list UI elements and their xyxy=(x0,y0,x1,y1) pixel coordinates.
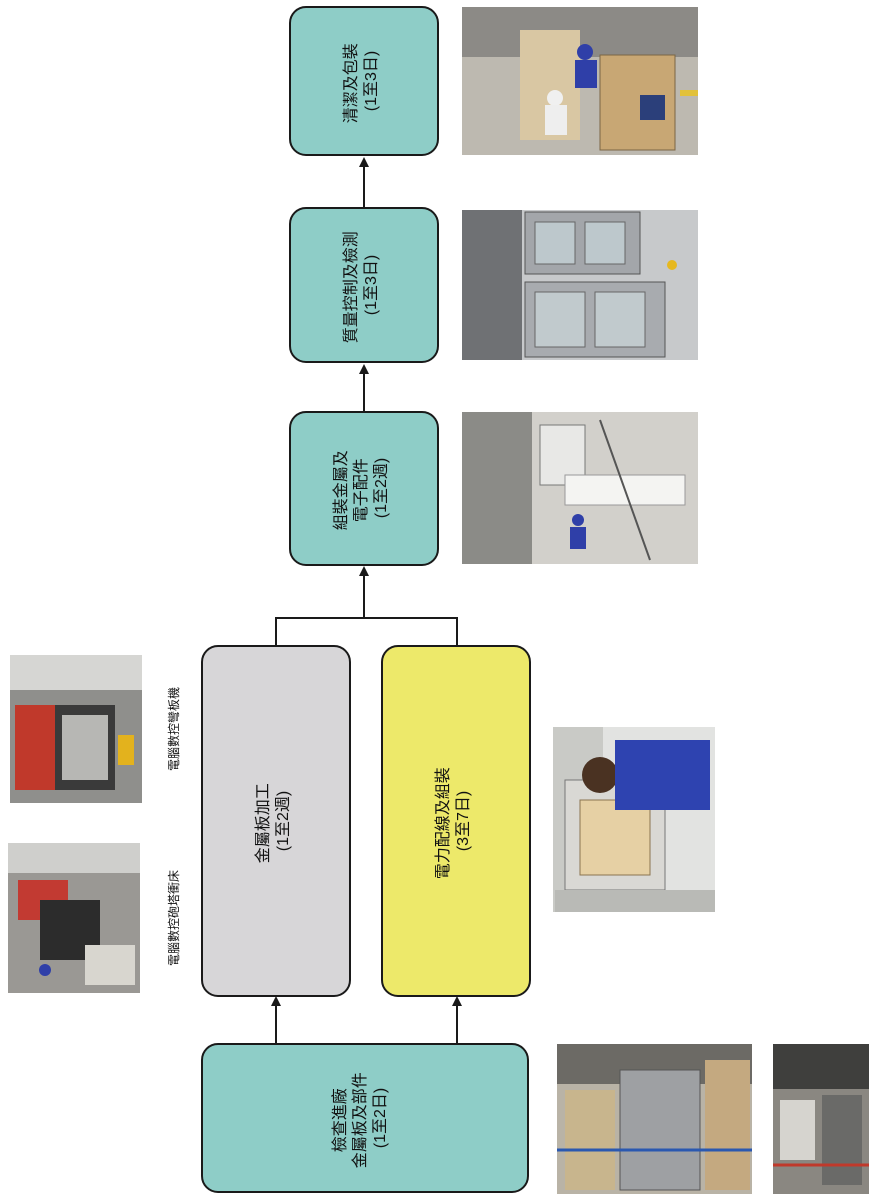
step-inspect-label: 檢查進廠 金屬板及部件 (1至2日) xyxy=(330,1068,389,1168)
step-metal: 金屬板加工 (1至2週) xyxy=(201,645,351,997)
step-wiring: 電力配線及組裝 (3至7日) xyxy=(381,645,531,997)
step-wiring-label: 電力配線及組裝 (3至7日) xyxy=(434,763,472,879)
warehouse-rack-photo xyxy=(773,1044,869,1194)
press-brake-caption: 電腦數控彎板機 xyxy=(166,687,181,771)
step-qc-line1: 質量控制及檢測 xyxy=(342,231,360,343)
assembly-floor-photo xyxy=(462,412,698,564)
step-assemble-line2: 電子配件 xyxy=(352,458,370,522)
step-wiring-line1: 電力配線及組裝 xyxy=(434,767,452,879)
step-qc: 質量控制及檢測 (1至3日) xyxy=(289,207,439,363)
packing-workers-photo xyxy=(462,7,698,155)
step-inspect: 檢查進廠 金屬板及部件 (1至2日) xyxy=(201,1043,529,1193)
step-qc-duration: (1至3日) xyxy=(363,255,380,315)
press-brake-photo xyxy=(10,655,142,803)
step-assemble-label: 組裝金屬及 電子配件 (1至2週) xyxy=(332,446,390,530)
step-pack-duration: (1至3日) xyxy=(363,51,380,111)
turret-punch-photo xyxy=(8,843,140,993)
step-assemble-line1: 組裝金屬及 xyxy=(332,450,350,530)
incoming-materials-photo xyxy=(557,1044,752,1194)
step-metal-line1: 金屬板加工 xyxy=(254,783,272,863)
connectors xyxy=(271,157,462,1044)
step-pack: 清潔及包裝 (1至3日) xyxy=(289,6,439,156)
step-pack-box xyxy=(289,6,439,156)
step-metal-duration: (1至2週) xyxy=(274,791,292,851)
step-assemble-duration: (1至2週) xyxy=(372,458,390,518)
step-wiring-duration: (3至7日) xyxy=(455,791,472,851)
step-assemble: 組裝金屬及 電子配件 (1至2週) xyxy=(289,411,439,566)
turret-punch-caption: 電腦數控砲塔衝床 xyxy=(166,870,181,966)
step-inspect-line1: 檢查進廠 xyxy=(330,1088,349,1152)
qc-cabinets-photo xyxy=(462,210,698,360)
merge-connector xyxy=(275,617,458,646)
step-wiring-box xyxy=(381,645,531,997)
step-qc-box xyxy=(289,207,439,363)
step-inspect-line2: 金屬板及部件 xyxy=(351,1072,369,1168)
wiring-worker-photo xyxy=(553,727,715,912)
step-pack-label: 清潔及包裝 (1至3日) xyxy=(342,39,380,123)
step-metal-label: 金屬板加工 (1至2週) xyxy=(254,779,292,863)
step-inspect-box xyxy=(201,1043,529,1193)
step-pack-line1: 清潔及包裝 xyxy=(342,43,360,123)
step-assemble-box xyxy=(289,411,439,566)
step-metal-box xyxy=(201,645,351,997)
step-inspect-duration: (1至2日) xyxy=(372,1088,389,1148)
step-qc-label: 質量控制及檢測 (1至3日) xyxy=(342,227,380,343)
